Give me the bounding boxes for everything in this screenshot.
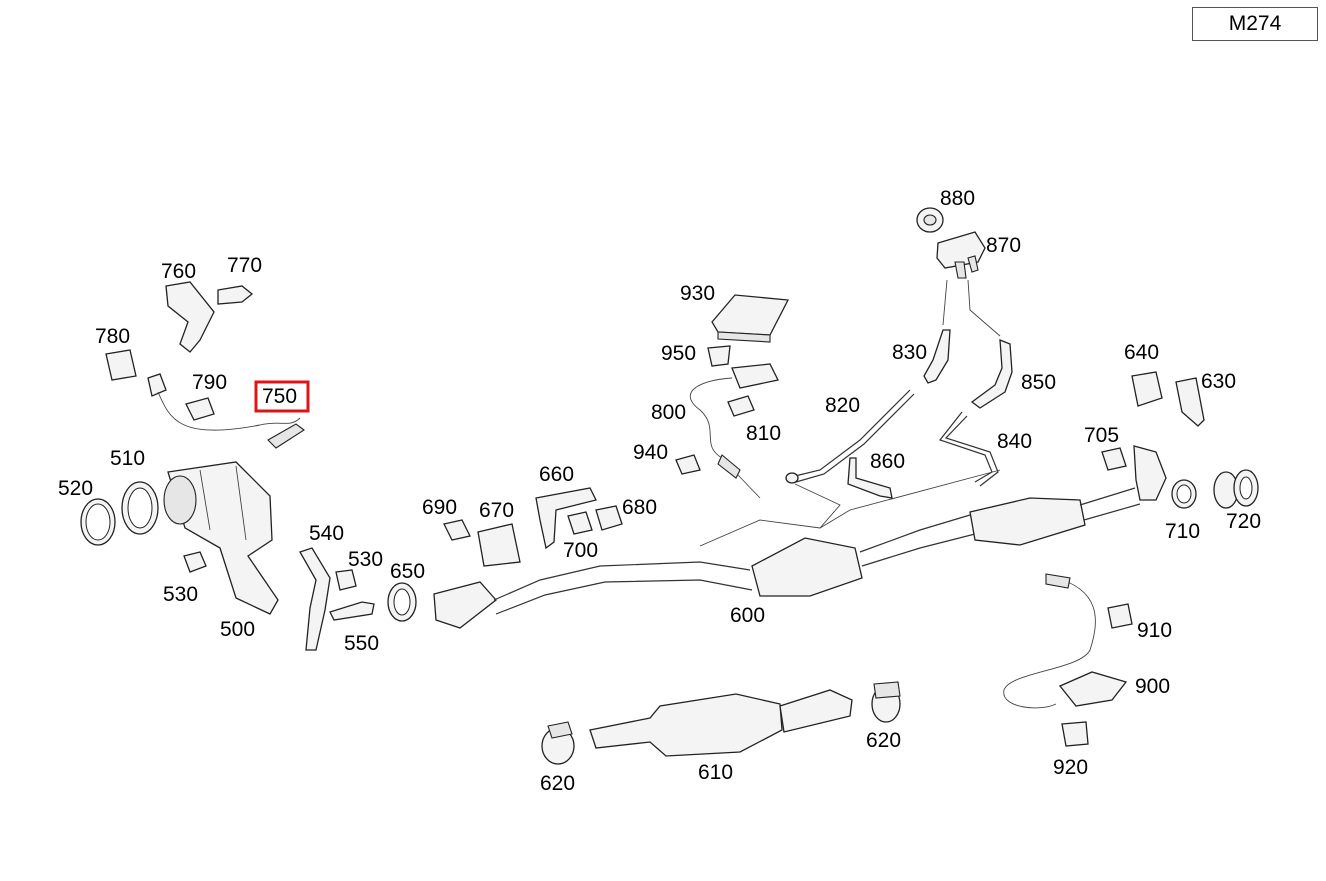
label-500[interactable]: 500 — [220, 618, 255, 641]
label-760[interactable]: 760 — [161, 260, 196, 283]
label-700[interactable]: 700 — [563, 539, 598, 562]
label-750[interactable]: 750 — [262, 385, 297, 408]
label-720[interactable]: 720 — [1226, 510, 1261, 533]
label-620-right[interactable]: 620 — [866, 729, 901, 752]
label-870[interactable]: 870 — [986, 234, 1021, 257]
label-710[interactable]: 710 — [1165, 520, 1200, 543]
part-940-clip[interactable] — [675, 454, 701, 475]
label-680[interactable]: 680 — [622, 496, 657, 519]
part-860-bracket[interactable] — [847, 457, 893, 499]
part-760-bracket[interactable] — [165, 281, 215, 353]
part-500-catalytic-converter[interactable] — [163, 461, 279, 615]
engine-code: M274 — [1228, 12, 1282, 35]
label-830[interactable]: 830 — [892, 341, 927, 364]
part-550-bolt[interactable] — [329, 601, 375, 621]
part-690-bolt[interactable] — [443, 519, 471, 541]
label-850[interactable]: 850 — [1021, 371, 1056, 394]
label-510[interactable]: 510 — [110, 447, 145, 470]
part-530-nut-left[interactable] — [183, 551, 207, 573]
label-770[interactable]: 770 — [227, 254, 262, 277]
part-840-pipe[interactable] — [939, 411, 999, 487]
part-920-nut[interactable] — [1061, 721, 1089, 747]
part-530-nut-right[interactable] — [335, 569, 357, 591]
label-840[interactable]: 840 — [997, 430, 1032, 453]
part-labels: 880 870 760 770 930 780 950 830 640 630 … — [58, 187, 1261, 795]
label-600[interactable]: 600 — [730, 604, 765, 627]
label-530-left[interactable]: 530 — [163, 583, 198, 606]
label-790[interactable]: 790 — [192, 371, 227, 394]
part-705-hanger — [1133, 445, 1167, 501]
part-830-pipe[interactable] — [923, 329, 951, 384]
label-860[interactable]: 860 — [870, 450, 905, 473]
part-900-nox-sensor[interactable] — [1003, 573, 1128, 709]
part-790-connector[interactable] — [185, 397, 215, 421]
label-705[interactable]: 705 — [1084, 424, 1119, 447]
leader-820 — [794, 483, 841, 529]
part-780-clip[interactable] — [105, 349, 137, 381]
label-910[interactable]: 910 — [1137, 619, 1172, 642]
part-510-clamp[interactable] — [121, 481, 159, 535]
label-650[interactable]: 650 — [390, 560, 425, 583]
part-810-clip[interactable] — [727, 395, 755, 417]
part-700-nut[interactable] — [567, 511, 593, 535]
label-780[interactable]: 780 — [95, 325, 130, 348]
part-910-clip[interactable] — [1107, 603, 1133, 629]
label-530-right[interactable]: 530 — [348, 548, 383, 571]
part-620-clamp-right[interactable] — [871, 681, 901, 723]
part-850-pipe[interactable] — [970, 339, 1013, 409]
part-660-heat-shield[interactable] — [535, 487, 597, 550]
part-820-pipe[interactable] — [785, 389, 915, 484]
part-930-control-unit[interactable] — [711, 294, 790, 343]
part-610-front-muffler[interactable] — [589, 689, 853, 757]
label-900[interactable]: 900 — [1135, 675, 1170, 698]
part-880-nut[interactable] — [916, 207, 944, 233]
label-800[interactable]: 800 — [651, 401, 686, 424]
part-870-pressure-sensor[interactable] — [936, 231, 986, 279]
label-540[interactable]: 540 — [309, 522, 344, 545]
part-540-bracket[interactable] — [299, 547, 331, 651]
part-705-bolt[interactable] — [1101, 447, 1127, 471]
highlight-box-750 — [254, 380, 310, 413]
label-940[interactable]: 940 — [633, 441, 668, 464]
label-920[interactable]: 920 — [1053, 756, 1088, 779]
part-520-gasket[interactable] — [80, 498, 116, 546]
label-810[interactable]: 810 — [746, 422, 781, 445]
part-950-nut[interactable] — [707, 345, 731, 367]
label-930[interactable]: 930 — [680, 282, 715, 305]
part-620-clamp-left[interactable] — [541, 721, 575, 765]
part-710-clamp[interactable] — [1171, 479, 1197, 509]
part-750-oxygen-sensor[interactable] — [147, 373, 305, 449]
label-520[interactable]: 520 — [58, 477, 93, 500]
part-630-bracket[interactable] — [1175, 377, 1205, 427]
label-550[interactable]: 550 — [344, 632, 379, 655]
label-670[interactable]: 670 — [479, 499, 514, 522]
label-950[interactable]: 950 — [661, 342, 696, 365]
part-640-rubber-mount[interactable] — [1131, 371, 1163, 407]
label-820[interactable]: 820 — [825, 394, 860, 417]
part-680-bolt[interactable] — [595, 505, 623, 531]
hose-850-line — [967, 279, 1001, 337]
part-600-exhaust-pipe[interactable] — [433, 469, 1141, 629]
hose-830-line — [942, 279, 948, 326]
part-650-gasket[interactable] — [387, 582, 417, 622]
part-670-bracket[interactable] — [477, 523, 521, 567]
label-640[interactable]: 640 — [1124, 341, 1159, 364]
label-660[interactable]: 660 — [539, 463, 574, 486]
label-620-left[interactable]: 620 — [540, 772, 575, 795]
part-770-bolt[interactable] — [217, 285, 254, 305]
engine-code-box: M274 — [1192, 7, 1318, 41]
label-690[interactable]: 690 — [422, 496, 457, 519]
label-880[interactable]: 880 — [940, 187, 975, 210]
label-610[interactable]: 610 — [698, 761, 733, 784]
part-800-temperature-sensor[interactable] — [689, 363, 779, 499]
label-630[interactable]: 630 — [1201, 370, 1236, 393]
part-720-clamp[interactable] — [1213, 469, 1259, 509]
